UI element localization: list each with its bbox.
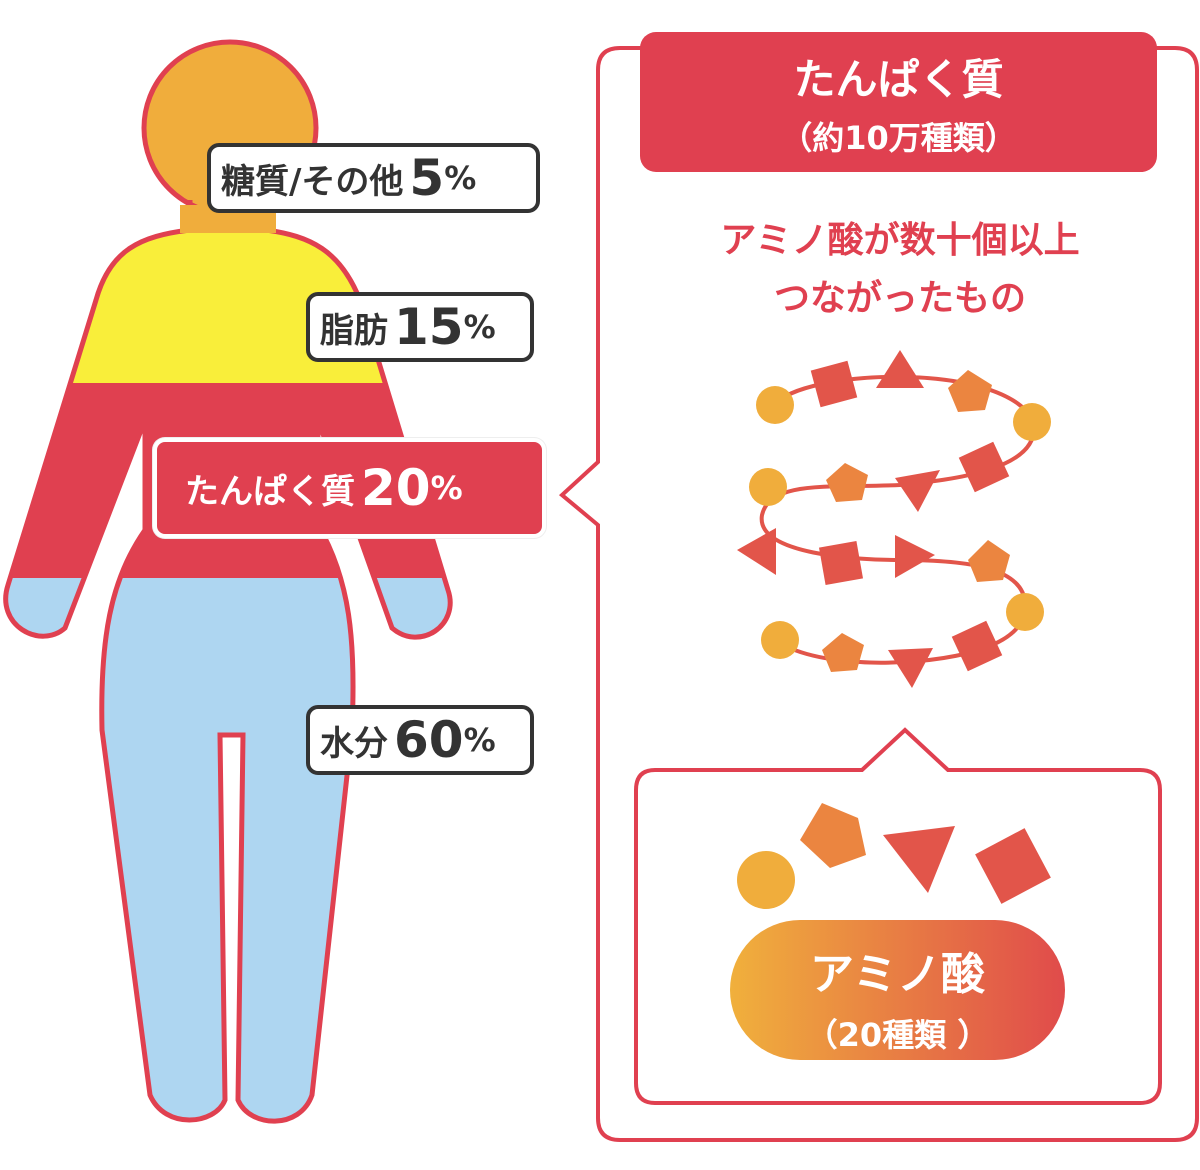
amino-acid-pill: アミノ酸 （20種類 ） — [730, 920, 1065, 1060]
label-value: 60 — [394, 711, 464, 769]
label-value: 15 — [394, 298, 464, 356]
label-unit: % — [430, 469, 463, 507]
description-line: つながったもの — [773, 278, 1026, 319]
label-text: 糖質/その他 — [221, 161, 404, 202]
amino-acid-chain — [737, 350, 1051, 688]
amino-title: アミノ酸 — [809, 949, 986, 1000]
protein-description: アミノ酸が数十個以上 つながったもの — [600, 212, 1200, 328]
protein-title: たんぱく質 — [793, 55, 1004, 104]
band-water — [5, 578, 451, 1122]
description-line: アミノ酸が数十個以上 — [720, 220, 1080, 261]
label-text: たんぱく質 — [185, 471, 355, 512]
amino-subtitle: （20種類 ） — [805, 1016, 990, 1054]
protein-header: たんぱく質 （約10万種類） — [640, 32, 1157, 172]
label-unit: % — [463, 721, 496, 759]
label-text: 水分 — [320, 723, 388, 764]
label-text: 脂肪 — [320, 310, 388, 351]
label-value: 20 — [361, 459, 431, 517]
free-amino-acids — [737, 803, 1051, 909]
protein-subtitle: （約10万種類） — [780, 119, 1017, 157]
label-unit: % — [444, 159, 477, 197]
label-unit: % — [463, 308, 496, 346]
label-value: 5 — [409, 149, 445, 207]
